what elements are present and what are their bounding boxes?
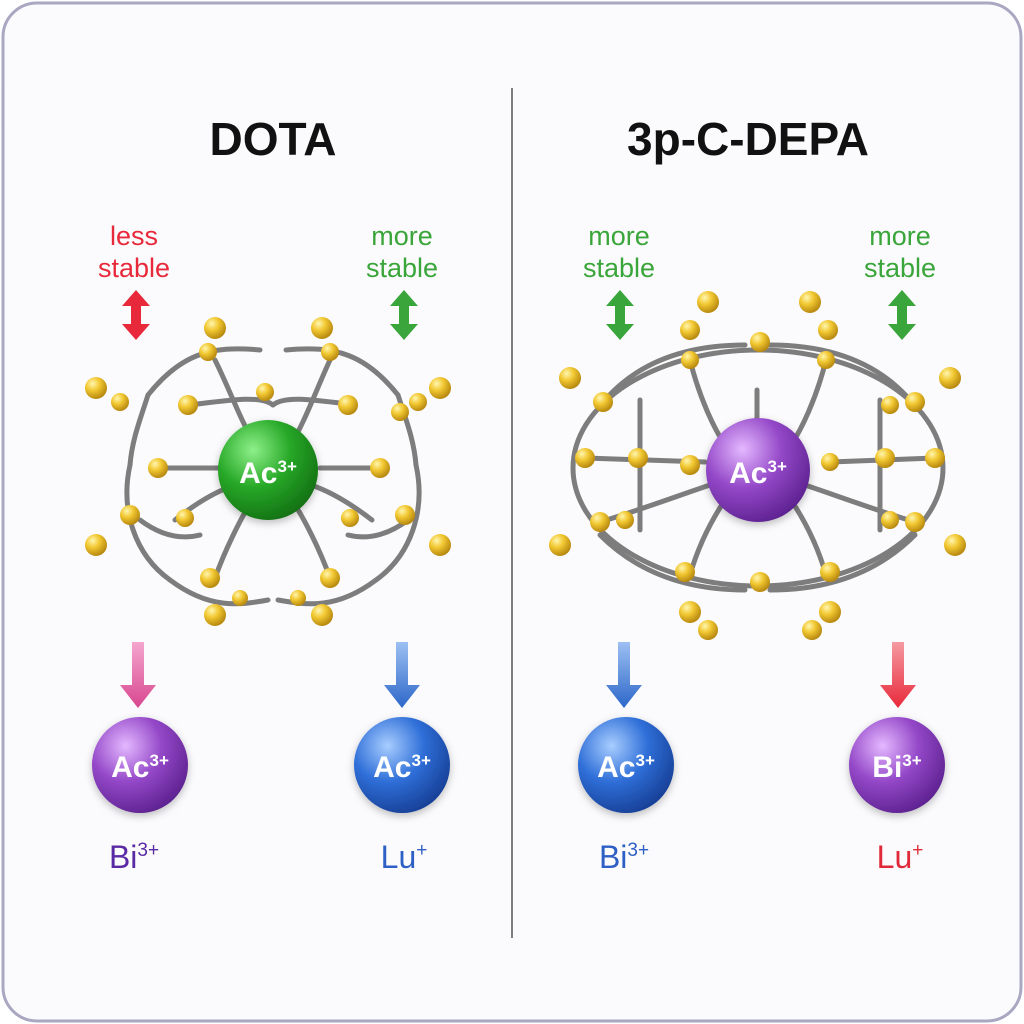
- ion-sphere: Ac3+: [92, 717, 188, 813]
- down-arrow-icon: [120, 642, 156, 708]
- stability-label-line1: more: [588, 221, 650, 251]
- molecule-atoms: [85, 317, 451, 626]
- panel-3p-c-depa: 3p-C-DEPA more stable more stable: [549, 113, 966, 875]
- down-arrow-icon: [880, 642, 916, 708]
- stability-label-line2: stable: [98, 253, 170, 283]
- down-arrow-icon: [606, 642, 642, 708]
- molecule-atoms: [549, 291, 966, 640]
- stability-label-line2: stable: [366, 253, 438, 283]
- double-arrow-icon: [390, 290, 418, 340]
- stability-label-line2: stable: [864, 253, 936, 283]
- ion-caption: Lu+: [877, 839, 924, 875]
- svg-text:Ac3+: Ac3+: [239, 457, 297, 490]
- panel-title: DOTA: [210, 113, 337, 165]
- double-arrow-icon: [888, 290, 916, 340]
- ion-sphere: Ac3+: [578, 717, 674, 813]
- double-arrow-icon: [122, 290, 150, 340]
- down-arrow-icon: [384, 642, 420, 708]
- stability-label-line2: stable: [583, 253, 655, 283]
- svg-text:Bi3+: Bi3+: [872, 751, 921, 784]
- svg-text:Ac3+: Ac3+: [111, 751, 169, 784]
- ion-caption: Bi3+: [109, 839, 159, 875]
- ion-sphere: Ac3+: [354, 717, 450, 813]
- ion-sphere: Bi3+: [849, 717, 945, 813]
- ion-caption: Lu+: [381, 839, 428, 875]
- stability-label-line1: less: [110, 221, 158, 251]
- svg-text:Ac3+: Ac3+: [597, 751, 655, 784]
- ion-caption: Bi3+: [599, 839, 649, 875]
- svg-text:Ac3+: Ac3+: [373, 751, 431, 784]
- stability-label-line1: more: [869, 221, 931, 251]
- double-arrow-icon: [606, 290, 634, 340]
- molecule-cage-bonds: [124, 346, 422, 607]
- svg-text:Ac3+: Ac3+: [729, 457, 787, 490]
- panel-title: 3p-C-DEPA: [627, 113, 869, 165]
- central-metal-ion: Ac3+: [706, 418, 810, 522]
- central-metal-ion: Ac3+: [218, 420, 318, 520]
- stability-label-line1: more: [371, 221, 433, 251]
- panel-dota: DOTA less stable more stable: [85, 113, 451, 875]
